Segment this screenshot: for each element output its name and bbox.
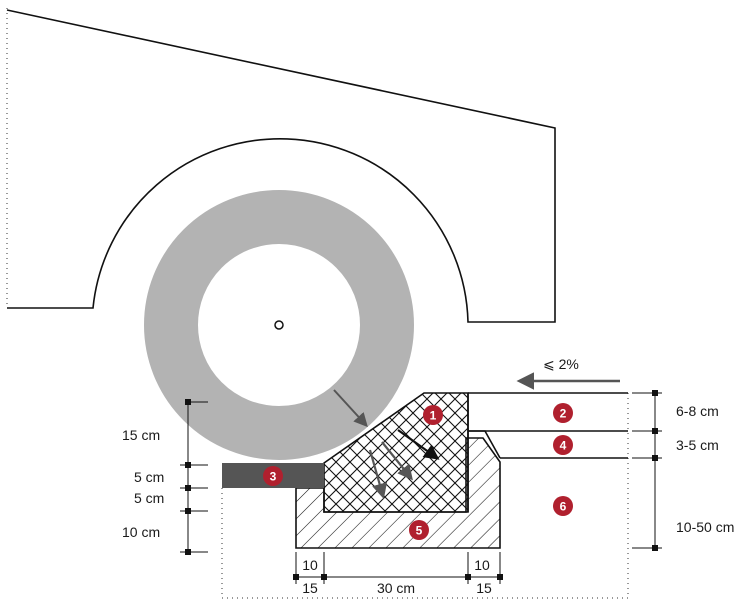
marker-1: 1 xyxy=(423,405,443,425)
marker-3: 3 xyxy=(263,466,283,486)
left-dimension-chain xyxy=(180,399,208,555)
dim-5cm-lower: 5 cm xyxy=(134,490,164,506)
marker-2: 2 xyxy=(553,403,573,423)
dim-10cm-left: 10 cm xyxy=(122,524,160,540)
svg-text:3: 3 xyxy=(270,470,277,484)
dim-6-8cm: 6-8 cm xyxy=(676,403,719,419)
dim-bottom-15-left: 15 xyxy=(302,580,318,596)
dim-bottom-30cm: 30 cm xyxy=(377,580,415,596)
marker-5: 5 xyxy=(409,520,429,540)
slope-label: ⩽ 2% xyxy=(543,356,579,372)
svg-text:2: 2 xyxy=(560,407,567,421)
wheel-hub xyxy=(274,320,284,330)
svg-text:6: 6 xyxy=(560,500,567,514)
svg-text:1: 1 xyxy=(430,409,437,423)
svg-text:5: 5 xyxy=(416,524,423,538)
load-arrow-1 xyxy=(368,449,388,499)
car-body-outline xyxy=(6,9,556,323)
dim-15cm: 15 cm xyxy=(122,427,160,443)
dim-bottom-15-right: 15 xyxy=(476,580,492,596)
load-arrow-3 xyxy=(397,429,440,460)
marker-6: 6 xyxy=(553,496,573,516)
bottom-dimension-chain xyxy=(293,552,503,584)
dim-10-50cm: 10-50 cm xyxy=(676,519,734,535)
layer-4-edge xyxy=(468,430,501,459)
marker-4: 4 xyxy=(553,435,573,455)
dim-3-5cm: 3-5 cm xyxy=(676,437,719,453)
tire xyxy=(144,190,414,460)
load-arrow-tire xyxy=(333,389,368,428)
dim-5cm-upper: 5 cm xyxy=(134,469,164,485)
dim-bottom-10-left: 10 xyxy=(302,557,318,573)
load-arrow-2 xyxy=(381,441,413,481)
dim-bottom-10-right: 10 xyxy=(474,557,490,573)
svg-text:4: 4 xyxy=(560,439,567,453)
right-dimension-chain xyxy=(632,390,662,551)
